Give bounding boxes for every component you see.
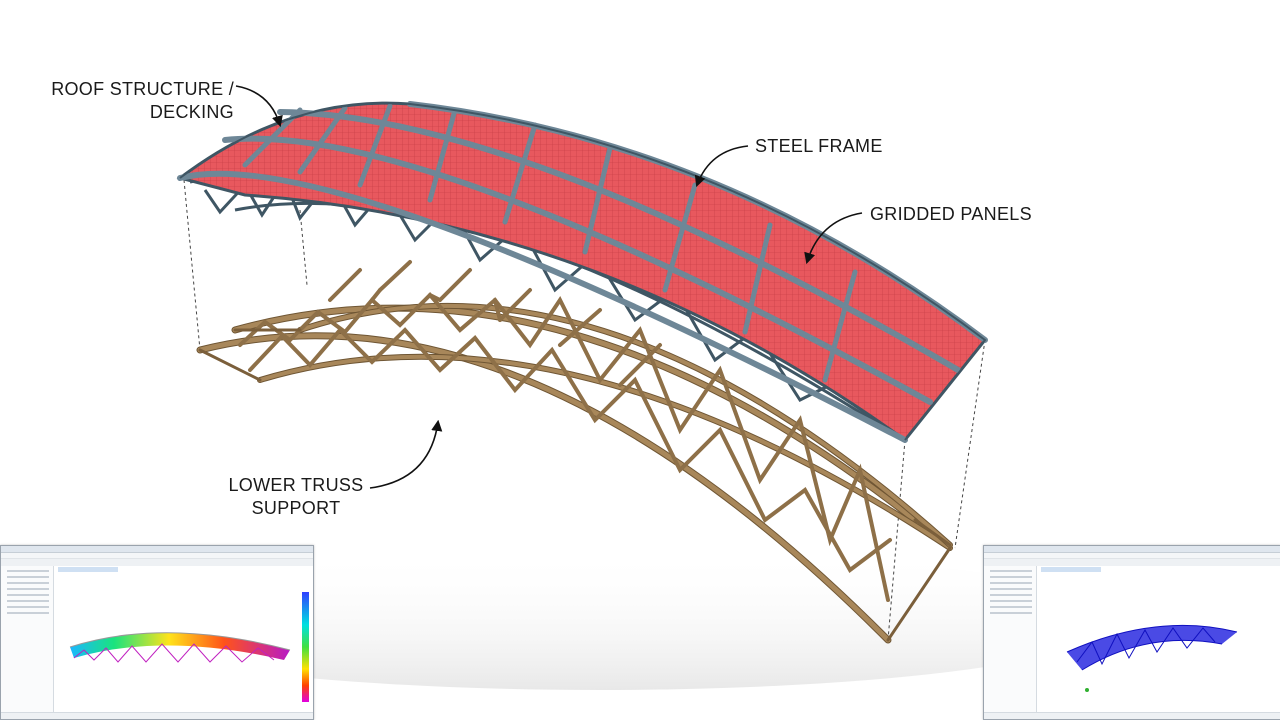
model-viewport[interactable]	[54, 566, 313, 713]
projection-lines	[183, 179, 986, 641]
window-titlebar	[1, 546, 313, 553]
callout-truss-line2: SUPPORT	[251, 498, 341, 518]
stress-contour-model-icon	[69, 592, 309, 702]
analysis-window-left[interactable]	[0, 545, 314, 720]
navigator-pane	[984, 566, 1037, 713]
leader-arrows	[235, 85, 863, 489]
model-viewport[interactable]	[1037, 566, 1280, 713]
window-menubar	[984, 553, 1280, 559]
wireframe-model-icon	[1066, 624, 1238, 692]
callout-lower-truss: LOWER TRUSS SUPPORT	[224, 474, 368, 520]
callout-roof-structure: ROOF STRUCTURE / DECKING	[40, 78, 234, 124]
callout-truss-line1: LOWER TRUSS	[228, 475, 364, 495]
callout-gridded-panels: GRIDDED PANELS	[870, 204, 1032, 224]
callout-roof-line1: ROOF STRUCTURE /	[51, 79, 234, 99]
window-statusbar	[1, 712, 313, 719]
callout-steel-frame: STEEL FRAME	[755, 136, 883, 156]
window-titlebar	[984, 546, 1280, 553]
lower-truss	[196, 260, 953, 644]
window-menubar	[1, 553, 313, 559]
callout-roof-line2: DECKING	[149, 102, 234, 122]
ground-shadow	[80, 550, 1120, 690]
roof-structure	[176, 101, 988, 443]
navigator-pane	[1, 566, 54, 713]
analysis-window-right[interactable]	[983, 545, 1280, 720]
window-statusbar	[984, 712, 1280, 719]
